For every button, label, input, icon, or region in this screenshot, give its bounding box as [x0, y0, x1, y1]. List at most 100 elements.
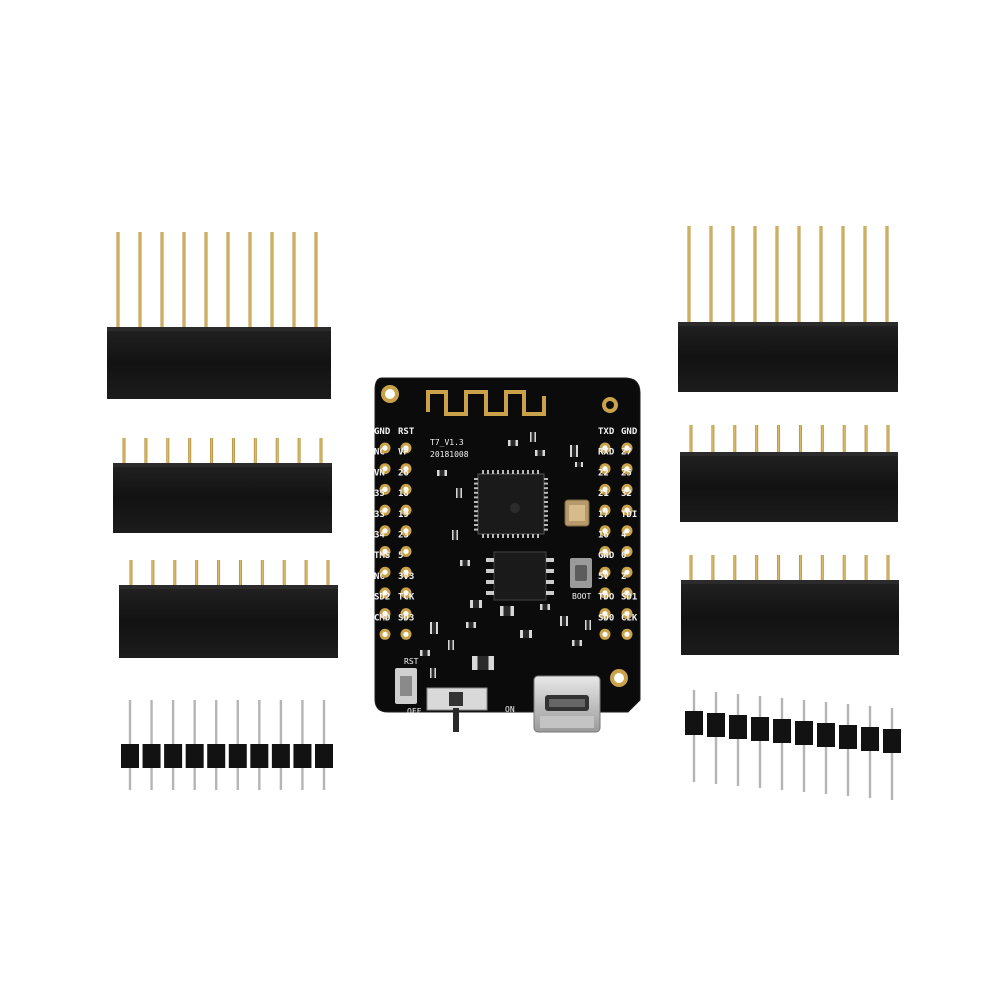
header-body	[121, 744, 139, 768]
header-body	[773, 719, 791, 743]
header-body	[681, 580, 899, 655]
header-body	[315, 744, 333, 768]
pin-label: 16	[598, 531, 609, 541]
header-pin	[195, 560, 199, 587]
pcb	[374, 377, 641, 713]
header-body	[228, 744, 247, 768]
pin-label: 0	[621, 551, 626, 561]
flash-chip	[486, 551, 554, 601]
header-pin	[755, 555, 759, 582]
header-pin	[841, 226, 845, 324]
header-pin	[864, 425, 868, 454]
pin-label: 3V3	[398, 572, 414, 582]
header-body	[729, 715, 747, 739]
pin-label: 18	[398, 489, 409, 499]
header-body	[164, 744, 183, 768]
header-pin	[144, 438, 148, 465]
header-pin	[122, 438, 126, 465]
female-header-short-left-2	[119, 560, 338, 658]
header-pin	[864, 555, 868, 582]
pin-label: 23	[398, 531, 409, 541]
pin-label: SD0	[598, 613, 614, 623]
header-pin	[166, 438, 170, 465]
pin-label: 34	[374, 531, 385, 541]
pin-label: 32	[621, 489, 632, 499]
pin-label: RST	[398, 427, 415, 437]
pin-label: SD1	[621, 593, 637, 603]
header-pin	[188, 438, 192, 465]
header-pin	[777, 425, 781, 454]
pin-label: NC	[374, 572, 385, 582]
header-pin	[868, 706, 872, 798]
header-pin	[820, 425, 824, 454]
header-pin	[319, 438, 323, 465]
header-pin	[692, 690, 696, 782]
pin-label: 19	[398, 510, 409, 520]
pin-label: TDO	[598, 593, 615, 603]
pin-label: GND	[374, 427, 391, 437]
pin-label: 2	[621, 572, 626, 582]
boot-label: BOOT	[572, 592, 591, 601]
header-pin	[842, 555, 846, 582]
pin-label: 27	[621, 448, 632, 458]
header-pin	[733, 425, 737, 454]
header-pin	[863, 226, 867, 324]
female-header-short-right-1	[680, 425, 898, 522]
header-body	[680, 452, 898, 522]
header-pin	[709, 226, 713, 324]
pin-label: 21	[598, 489, 609, 499]
header-pin	[238, 560, 242, 587]
header-pin	[711, 425, 715, 454]
header-pin	[275, 438, 279, 465]
header-pin	[231, 438, 235, 465]
header-pin	[753, 226, 757, 324]
female-header-short-right-2	[681, 555, 899, 655]
header-body	[861, 727, 879, 751]
header-pin	[819, 226, 823, 324]
header-pin	[282, 560, 286, 587]
header-pin	[689, 555, 693, 582]
antenna-trace	[426, 390, 546, 416]
header-pin	[780, 698, 784, 790]
header-pin	[226, 232, 230, 329]
male-header-left	[121, 700, 333, 790]
header-body	[107, 327, 331, 399]
header-pin	[129, 560, 133, 587]
header-pin	[842, 425, 846, 454]
rst-label: RST	[404, 657, 419, 666]
esp32-chip	[474, 470, 548, 538]
pin-label: TCK	[398, 593, 415, 603]
pin-label: 5	[398, 551, 403, 561]
header-pin	[314, 232, 318, 329]
off-label: OFF	[407, 707, 422, 716]
header-pin	[777, 555, 781, 582]
header-body	[883, 729, 901, 753]
pin-label: 33	[374, 510, 385, 520]
header-body	[119, 585, 338, 658]
pin-label: RXD	[598, 448, 615, 458]
board-date: 20181008	[430, 450, 469, 459]
header-pin	[886, 425, 890, 454]
header-pin	[775, 226, 779, 324]
header-body	[707, 713, 725, 737]
pin-label: TXD	[598, 427, 615, 437]
header-body	[795, 721, 813, 745]
pin-label: CLK	[621, 613, 638, 623]
board-version: T7_V1.3	[430, 438, 464, 447]
header-body	[817, 723, 835, 747]
header-pin	[304, 560, 308, 587]
pin-label: VP	[398, 448, 409, 458]
female-header-short-left-1	[113, 438, 332, 533]
header-body	[293, 744, 312, 768]
male-header-right	[685, 690, 901, 800]
header-pin	[173, 560, 177, 587]
header-pin	[297, 438, 301, 465]
header-pin	[802, 700, 806, 792]
header-pin	[731, 226, 735, 324]
header-pin	[138, 232, 142, 329]
header-pin	[798, 425, 802, 454]
pin-label: NC	[374, 448, 385, 458]
header-pin	[755, 425, 759, 454]
header-pin	[151, 560, 155, 587]
header-body	[207, 744, 226, 768]
